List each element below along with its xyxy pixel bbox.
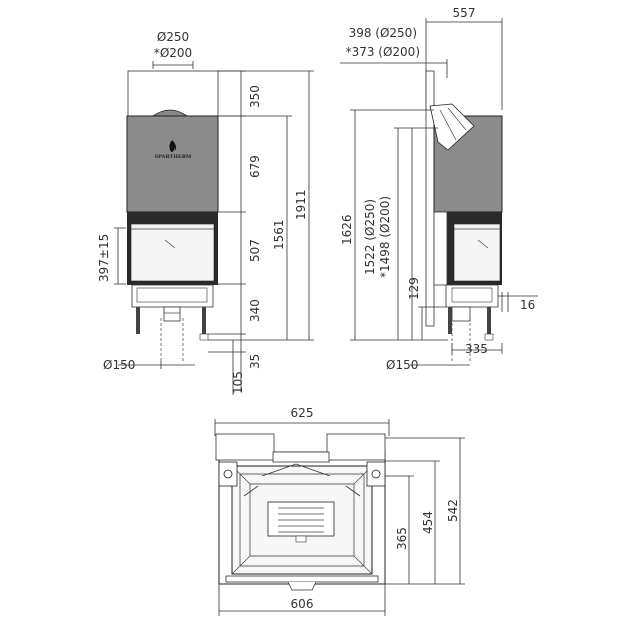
side-leg-rear	[448, 307, 452, 334]
side-leg-front	[487, 307, 491, 334]
flame-logo-icon	[169, 140, 176, 152]
front-dim-1911: 1911	[294, 189, 308, 220]
side-dim-1522: 1522 (Ø250)	[363, 199, 377, 275]
front-dim-507: 507	[248, 239, 262, 262]
side-dim-335: 335	[465, 342, 488, 356]
top-corner-hinge-right	[366, 461, 386, 487]
top-dim-365: 365	[395, 527, 409, 550]
main-housing	[126, 115, 219, 213]
top-width-606: 606	[291, 597, 314, 611]
front-dim-340: 340	[248, 299, 262, 322]
front-dim-679: 679	[248, 155, 262, 178]
top-width-625: 625	[291, 406, 314, 420]
upper-housing	[127, 70, 219, 117]
front-foot-right	[199, 333, 209, 341]
front-dim-105: 105	[231, 371, 245, 394]
front-dim-35: 35	[248, 354, 262, 369]
top-grate	[267, 501, 335, 537]
top-corner-hinge-left	[218, 461, 238, 487]
brand-label: SPARTHERM	[155, 154, 192, 160]
top-dim-542: 542	[446, 499, 460, 522]
front-view: Ø250 *Ø200 SPARTHERM Ø150	[97, 30, 314, 395]
front-flue-dia-200: *Ø200	[154, 46, 192, 60]
side-dim-16: 16	[520, 298, 535, 312]
side-duct-dia: Ø150	[386, 358, 418, 372]
top-view: 625	[214, 406, 465, 616]
front-flue-dia-250: Ø250	[157, 30, 189, 44]
side-dim-1498: *1498 (Ø200)	[378, 196, 392, 278]
side-width-557: 557	[453, 6, 476, 20]
side-air-inlet	[451, 306, 471, 322]
side-dim-1626: 1626	[340, 214, 354, 245]
front-air-inlet	[163, 306, 181, 322]
front-leg-right	[202, 307, 206, 334]
side-flue	[429, 103, 475, 151]
front-dim-397: 397±15	[97, 234, 111, 282]
top-dim-454: 454	[421, 511, 435, 534]
grate-slots	[278, 507, 324, 533]
front-dim-350: 350	[248, 85, 262, 108]
front-leg-left	[136, 307, 140, 334]
side-firebox-glass	[453, 223, 501, 282]
side-offset-250: 398 (Ø250)	[349, 26, 417, 40]
firebox-glass	[130, 223, 215, 282]
side-offset-200: *373 (Ø200)	[346, 45, 420, 59]
side-view: 398 (Ø250) *373 (Ø200) 557	[340, 6, 538, 372]
front-dim-1561: 1561	[272, 219, 286, 250]
side-dim-129: 129	[407, 277, 421, 300]
front-duct-dia: Ø150	[103, 358, 135, 372]
